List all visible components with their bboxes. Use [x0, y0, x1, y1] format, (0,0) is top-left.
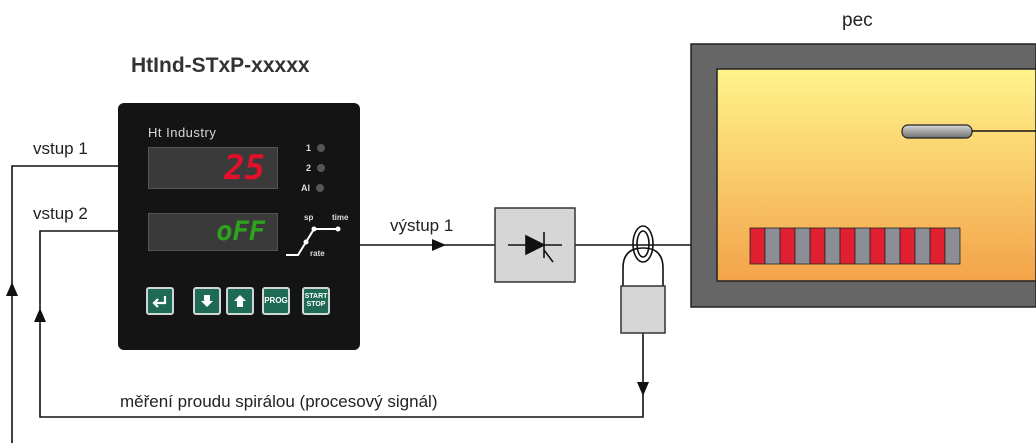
start-label: START	[304, 293, 328, 300]
input1-arrow	[6, 282, 18, 296]
display-bottom: oFF	[148, 213, 278, 251]
led-icon	[316, 184, 324, 192]
input1-line	[11, 165, 118, 443]
ramp-sp-label: sp	[304, 213, 314, 222]
ramp-profile-icon	[286, 226, 341, 256]
enter-icon	[152, 296, 167, 308]
up-button[interactable]	[226, 287, 254, 315]
temperature-sensor	[901, 124, 973, 139]
oven-label: pec	[842, 10, 873, 31]
device-model-title: HtInd-STxP-xxxxx	[131, 54, 310, 77]
measurement-label: měření proudu spirálou (procesový signál…	[120, 392, 438, 411]
input2-arrow	[34, 308, 46, 322]
device-brand: Ht Industry	[148, 125, 217, 140]
input2-label: vstup 2	[33, 204, 88, 223]
input1-label: vstup 1	[33, 139, 88, 158]
heater-coil	[749, 227, 961, 265]
led-icon	[317, 144, 326, 152]
ramp-time-label: time	[332, 213, 349, 222]
prog-button[interactable]: PROG	[262, 287, 290, 315]
led-icon	[317, 164, 326, 172]
display-bottom-value: oFF	[216, 216, 265, 247]
stop-label: STOP	[306, 301, 326, 308]
current-transformer	[622, 225, 664, 286]
measurement-arrow	[637, 382, 649, 396]
display-top: 25	[148, 147, 278, 189]
indicator-al: Al	[301, 183, 324, 193]
thyristor-icon	[508, 232, 562, 263]
output1-arrow	[432, 239, 446, 251]
indicator-2: 2	[306, 163, 326, 173]
display-top-value: 25	[224, 148, 265, 188]
output1-label: výstup 1	[390, 216, 454, 235]
arrow-down-icon	[201, 295, 213, 307]
indicator-1: 1	[306, 143, 326, 153]
down-button[interactable]	[193, 287, 221, 315]
arrow-up-icon	[234, 295, 246, 307]
enter-button[interactable]	[146, 287, 174, 315]
ramp-rate-label: rate	[310, 249, 325, 258]
start-stop-button[interactable]: START STOP	[302, 287, 330, 315]
transformer-box	[620, 285, 666, 334]
temperature-controller: Ht Industry 25 oFF 1 2 Al sp time rate P…	[118, 103, 360, 350]
